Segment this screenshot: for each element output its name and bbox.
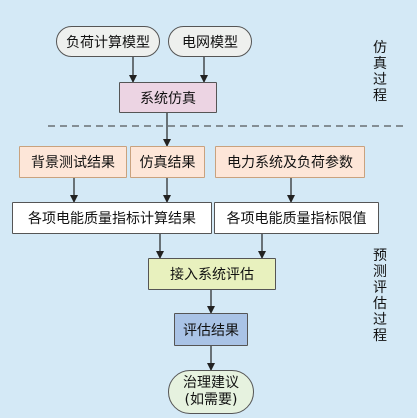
grid-model-label: 电网模型: [182, 34, 238, 51]
system-sim-node: 系统仿真: [119, 82, 217, 113]
access-eval-node: 接入系统评估: [148, 258, 276, 290]
power-params-node: 电力系统及负荷参数: [215, 146, 365, 178]
calc-result-label: 各项电能质量指标计算结果: [28, 211, 196, 227]
system-sim-label: 系统仿真: [140, 90, 196, 107]
bg-test-label: 背景测试结果: [31, 155, 115, 171]
limit-value-node: 各项电能质量指标限值: [214, 202, 379, 234]
sim-result-label: 仿真结果: [139, 155, 196, 171]
load-model-label: 负荷计算模型: [66, 34, 150, 51]
eval-result-label: 评估结果: [183, 322, 239, 339]
eval-result-node: 评估结果: [174, 313, 248, 346]
power-params-label: 电力系统及负荷参数: [227, 155, 353, 171]
calc-result-node: 各项电能质量指标计算结果: [12, 202, 212, 234]
limit-value-label: 各项电能质量指标限值: [226, 211, 367, 227]
load-model-node: 负荷计算模型: [56, 26, 160, 57]
advice-node: 治理建议 (如需要): [168, 370, 254, 414]
advice-label-line2: (如需要): [184, 392, 238, 408]
sim-process-label: 仿真过程: [373, 40, 387, 104]
sim-result-node: 仿真结果: [130, 146, 205, 178]
bg-test-node: 背景测试结果: [19, 146, 127, 178]
predict-process-label: 预测评估过程: [373, 248, 387, 344]
access-eval-label: 接入系统评估: [170, 267, 254, 283]
grid-model-node: 电网模型: [168, 26, 252, 57]
advice-label-line1: 治理建议: [183, 375, 239, 391]
